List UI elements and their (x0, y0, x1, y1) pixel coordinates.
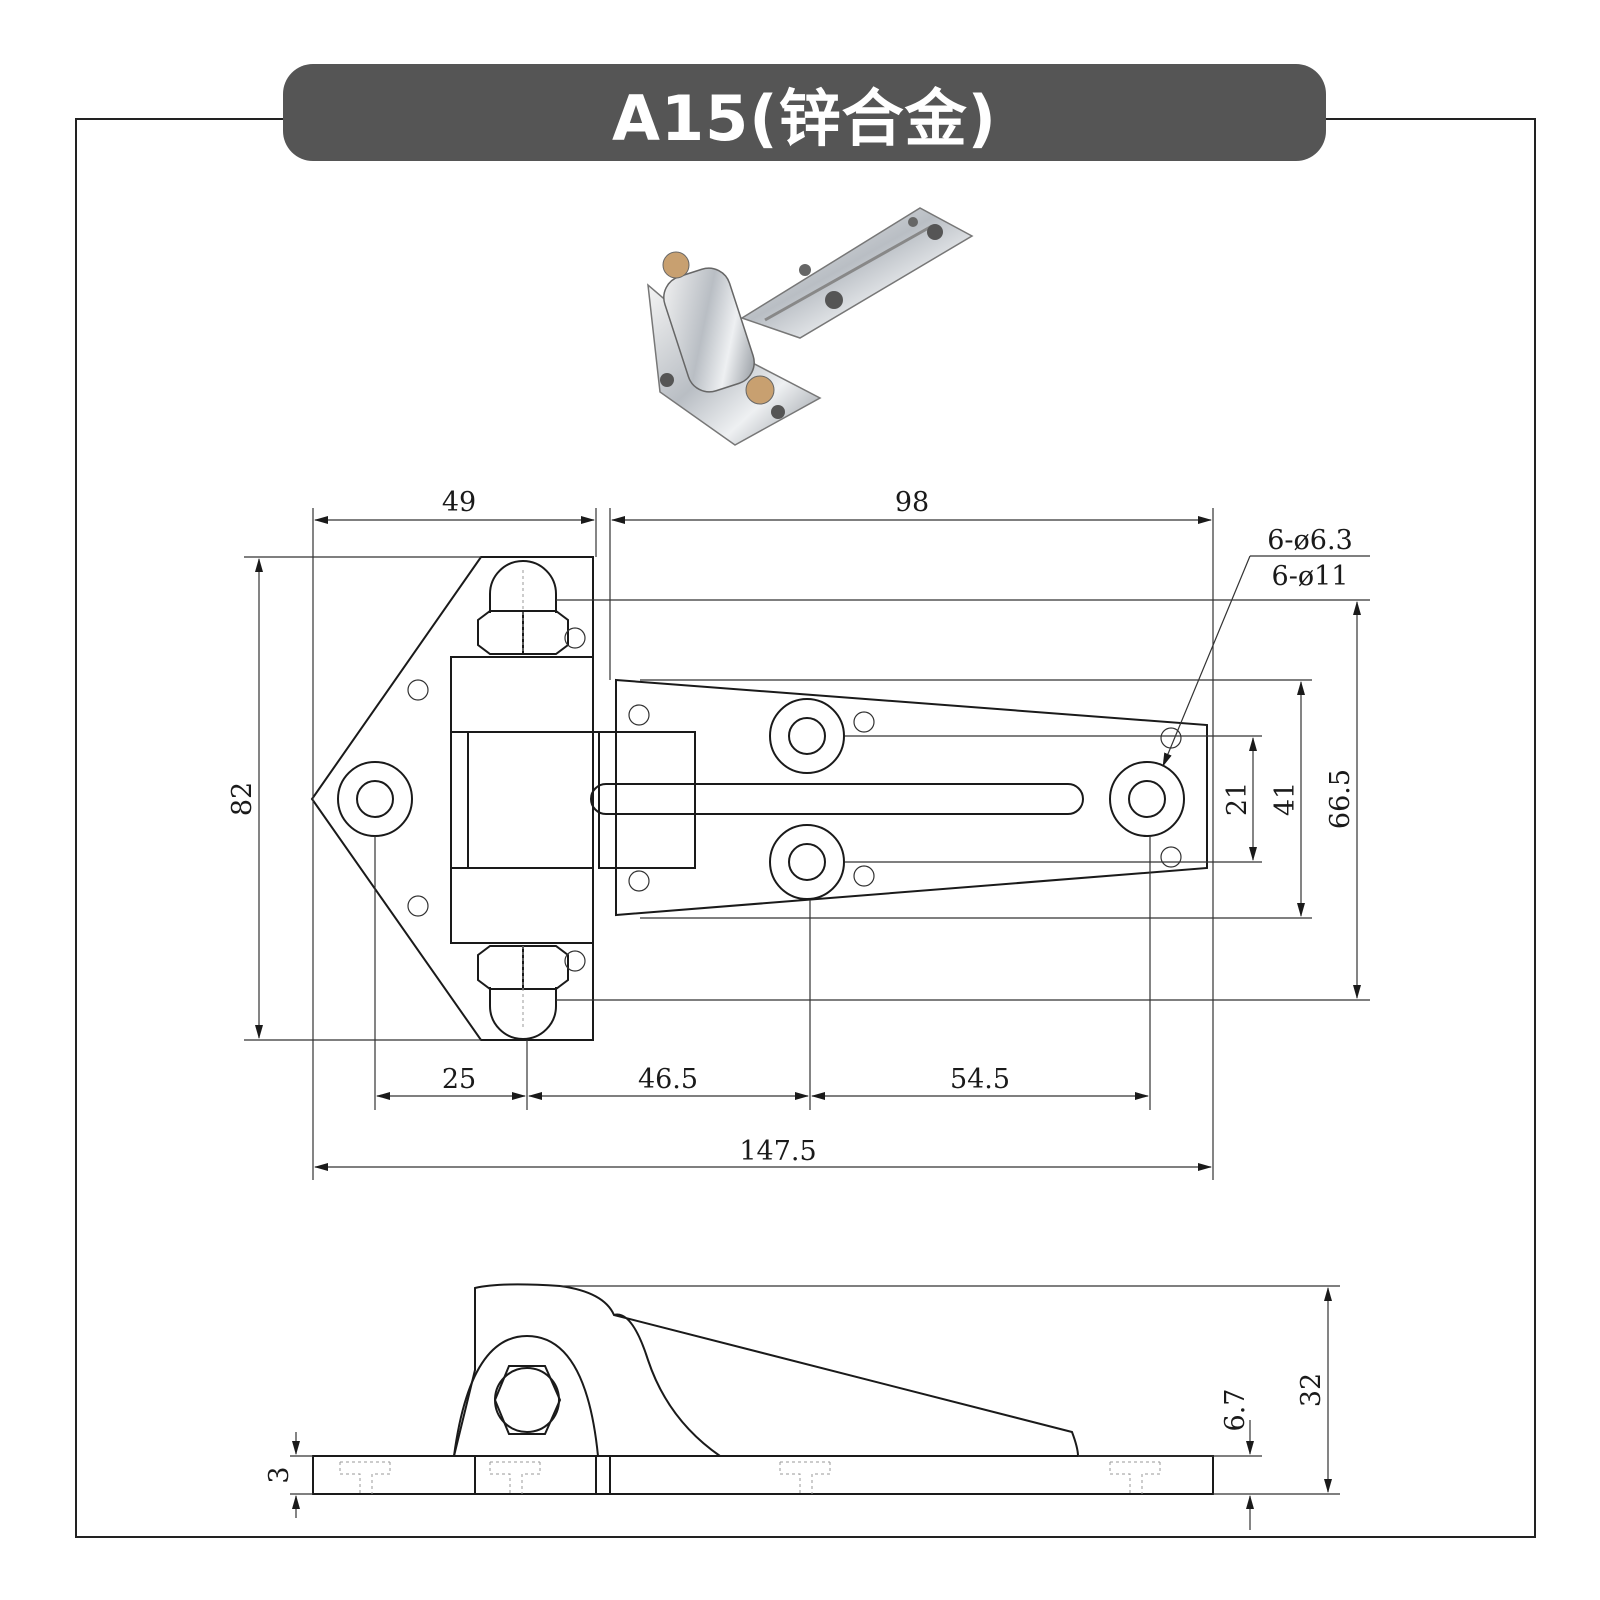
hole-spec-2: 6-ø11 (1272, 561, 1349, 592)
page-title: A15(锌合金) (612, 81, 997, 155)
title-bar: A15(锌合金) (283, 64, 1326, 161)
side-view (312, 1283, 1214, 1495)
side-view-dimensions: 32 6.7 3 (264, 1285, 1340, 1530)
dim-outer-hole-span: 66.5 (1325, 769, 1356, 829)
hole-spec-1: 6-ø6.3 (1267, 525, 1353, 556)
dim-total-height: 82 (227, 782, 258, 816)
dim-54-5: 54.5 (950, 1064, 1010, 1095)
dim-base-thickness: 3 (264, 1466, 295, 1483)
dim-side-plate: 6.7 (1220, 1389, 1251, 1432)
dim-top-right-width: 98 (895, 487, 929, 518)
dim-total-length: 147.5 (739, 1136, 816, 1167)
dim-side-height: 32 (1296, 1373, 1327, 1407)
dim-plate-width: 41 (1270, 782, 1301, 816)
top-view-dimensions: 49 98 82 21 41 66.5 6-ø6.3 6-ø11 25 46.5… (227, 487, 1370, 1180)
dim-top-left-width: 49 (442, 487, 476, 518)
hinge-product-illustration (647, 207, 974, 446)
top-view (310, 556, 1208, 1041)
dim-25: 25 (442, 1064, 476, 1095)
dim-46-5: 46.5 (638, 1064, 698, 1095)
dim-inner-spacing: 21 (1222, 782, 1253, 816)
